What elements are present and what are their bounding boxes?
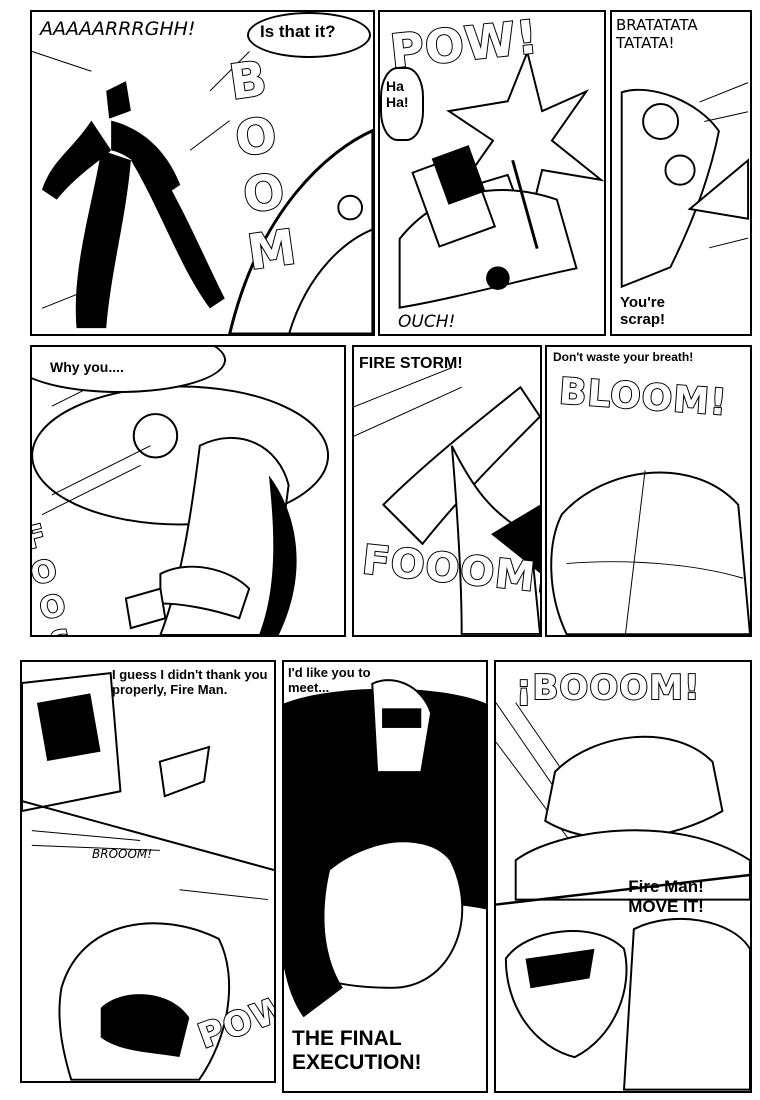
- panel-4-art: [32, 385, 329, 635]
- panel-8-art: [284, 679, 486, 1018]
- panel-3-art: [620, 82, 750, 289]
- speech-bubble: [247, 12, 371, 58]
- speech-bubble: [32, 347, 226, 393]
- ouch-sfx: OUCH!: [398, 312, 456, 332]
- panel-1: AAAAARRRGHH! Is that it? BOOM: [30, 10, 375, 336]
- speech-text: Fire Man! MOVE IT!: [628, 877, 704, 916]
- panel-1-art: [32, 51, 373, 334]
- gunfire-sfx: BRATATATA TATATA!: [616, 16, 698, 52]
- panel-7-art: [22, 672, 274, 1081]
- finale-caption: THE FINAL EXECUTION!: [292, 1027, 422, 1075]
- panel-3: BRATATATA TATATA! You're scrap!: [610, 10, 752, 336]
- brooom-sfx: BROOOM!: [92, 847, 153, 861]
- panel-8: I'd like you to meet... THE FINAL EXECUT…: [282, 660, 488, 1093]
- speech-bubble: [380, 67, 424, 141]
- panel-9: ¡BOOOM! Fire Man! MOVE IT!: [494, 660, 752, 1093]
- panel-6: Don't waste your breath! BLOOM!: [545, 345, 752, 637]
- scream-sfx: AAAAARRRGHH!: [40, 18, 196, 40]
- panel-9-art: [496, 702, 750, 1091]
- speech-text: Don't waste your breath!: [553, 350, 694, 364]
- panel-2: POW! Ha Ha! OUCH!: [378, 10, 606, 336]
- speech-text: You're scrap!: [620, 294, 666, 329]
- panel-7: I guess I didn't thank you properly, Fir…: [20, 660, 276, 1083]
- speech-text: Is that it?: [260, 22, 336, 41]
- speech-text: Why you....: [50, 359, 124, 375]
- speech-text: I guess I didn't thank you properly, Fir…: [112, 667, 268, 697]
- speech-text: Ha Ha!: [386, 78, 409, 111]
- panel-4: Why you.... FOOSH!!: [30, 345, 346, 637]
- panel-6-art: [550, 470, 750, 635]
- booom-sfx: ¡BOOOM!: [515, 667, 701, 709]
- speech-text: I'd like you to meet...: [288, 665, 371, 695]
- panel-5-art: [354, 367, 540, 635]
- panel-2-art: [398, 48, 604, 309]
- attack-caption: FIRE STORM!: [359, 355, 463, 372]
- panel-5: FIRE STORM! FOOOM!: [352, 345, 542, 637]
